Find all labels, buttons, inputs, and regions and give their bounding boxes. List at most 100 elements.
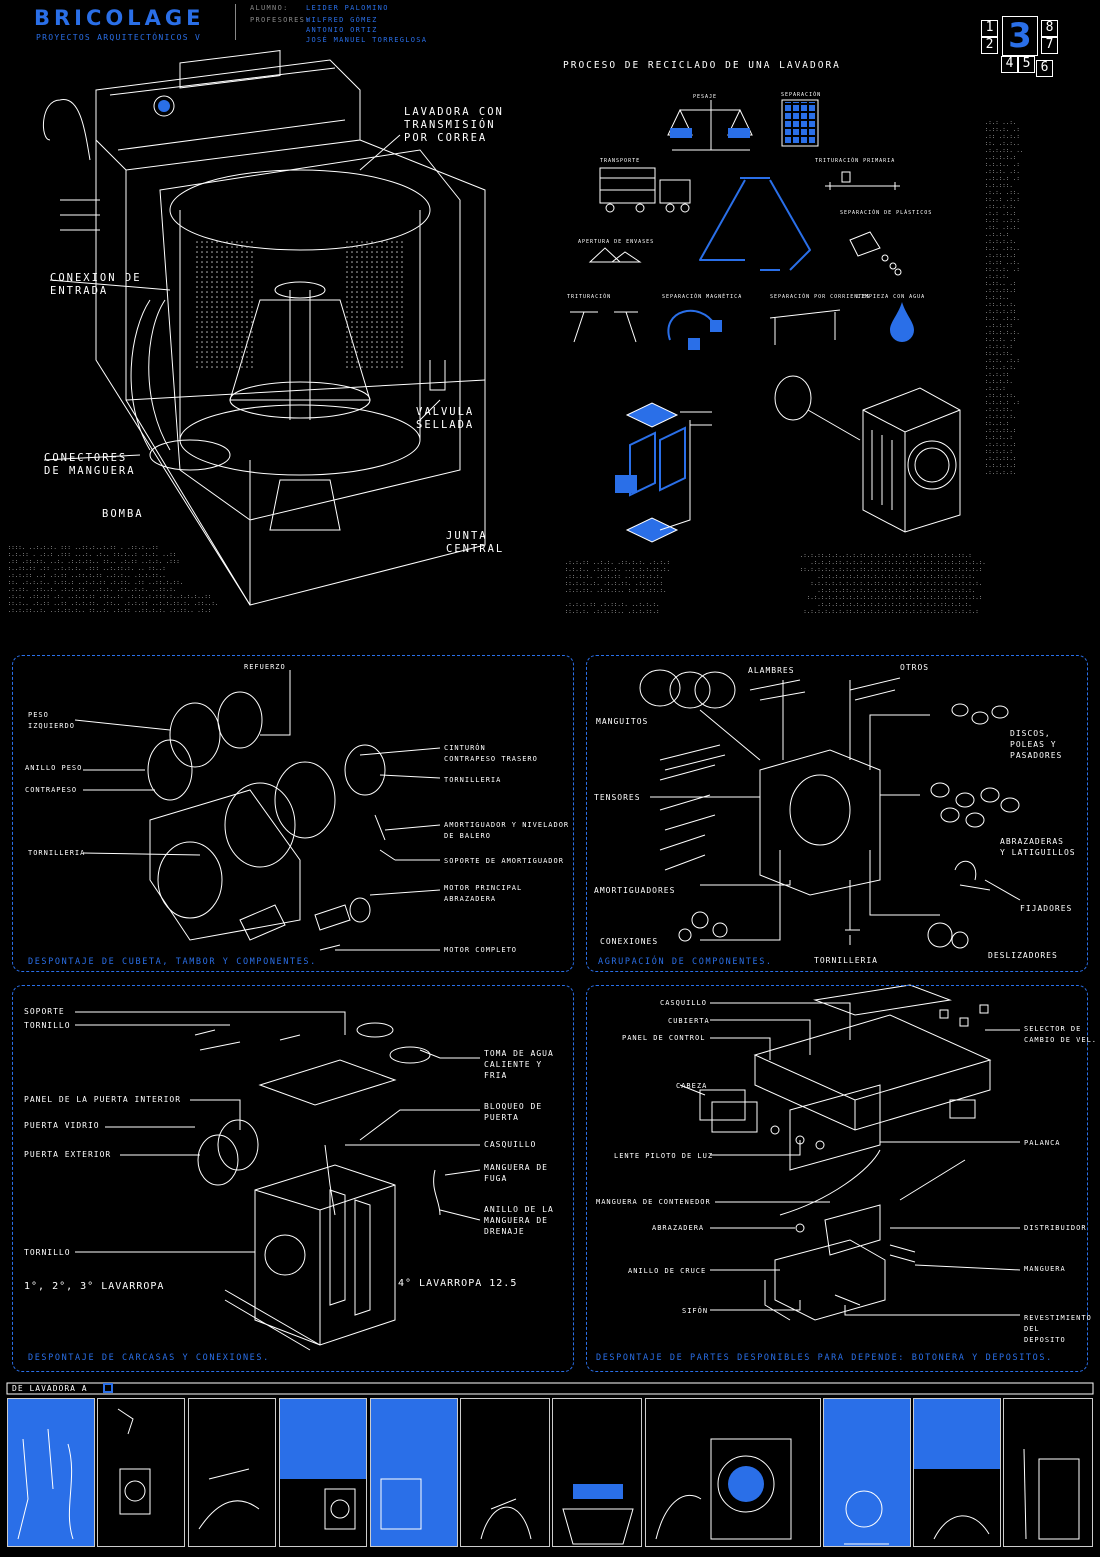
panel4-leaders <box>679 1002 1021 1316</box>
strip-frame-10 <box>913 1398 1001 1547</box>
drum-texture <box>195 240 405 370</box>
p4-bushing: CASQUILLO <box>660 999 707 1007</box>
sheet-number-2: 2 <box>981 37 998 54</box>
label-pump: BOMBA <box>102 508 144 520</box>
step-water-cleaning: LIMPIEZA CON AGUA <box>857 294 926 300</box>
p3-screw-top: TORNILLO <box>24 1021 71 1030</box>
description-text-block-left: ::::. ..:.:.:. ::: ..::.:..:.:: . .::.:.… <box>8 545 219 614</box>
p2-screws: TORNILLERIA <box>814 956 878 965</box>
step-primary-crushing: TRITURACIÓN PRIMARIA <box>815 158 896 164</box>
strip-frame-7 <box>552 1398 642 1547</box>
p3-bushing: CASQUILLO <box>484 1140 537 1149</box>
author-name: LEIDER PALOMINO <box>306 4 389 12</box>
p1-reinforcement: REFUERZO <box>244 663 286 671</box>
p4-pilot-light: LENTE PILOTO DE LUZ <box>614 1152 714 1160</box>
p2-clamps: ABRAZADERAS Y LATIGUILLOS <box>1000 837 1076 857</box>
step-magnetic-separation: SEPARACIÓN MAGNÉTICA <box>662 294 743 300</box>
p4-head: CABEZA <box>676 1082 708 1090</box>
panel2-leaders <box>650 680 1021 941</box>
p2-absorbers: AMORTIGUADORES <box>594 886 676 895</box>
p3-screw-bottom: TORNILLO <box>24 1248 71 1257</box>
water-drop-icon <box>890 302 914 342</box>
strip-frame-2 <box>97 1398 185 1547</box>
panel2-grouped-components <box>639 669 1020 949</box>
p2-connections: CONEXIONES <box>600 937 659 946</box>
panel1-drum-exploded <box>147 691 396 951</box>
conveyor-icon <box>825 171 900 190</box>
process-title: PROCESO DE RECICLADO DE UNA LAVADORA <box>563 60 841 71</box>
p4-cross-ring: ANILLO DE CRUCE <box>628 1267 707 1275</box>
p3-support: SOPORTE <box>24 1007 65 1016</box>
p3-inner-door-panel: PANEL DE LA PUERTA INTERIOR <box>24 1095 182 1104</box>
p1-screws-right: TORNILLERIA <box>444 776 502 784</box>
teacher-3: JOSÉ MANUEL TORREGLOSA <box>306 36 428 44</box>
p1-rear-belt: CINTURÓN CONTRAPESO TRASERO <box>444 744 538 763</box>
step-opening: APERTURA DE ENVASES <box>578 239 655 245</box>
truck-icon <box>599 167 691 213</box>
strip-frame-8 <box>645 1398 821 1547</box>
step-transport: TRANSPORTE <box>600 158 641 164</box>
sheet-number-6: 6 <box>1036 60 1053 77</box>
p2-tensioners: TENSORES <box>594 793 641 802</box>
panel-control-disassembly <box>586 985 1088 1372</box>
p2-sliders: DESLIZADORES <box>988 951 1058 960</box>
p4-cover: CUBIERTA <box>668 1017 710 1025</box>
p2-fasteners: FIJADORES <box>1020 904 1073 913</box>
teacher-2: ANTONIO ORTIZ <box>306 26 378 34</box>
sheet-number-4: 4 <box>1001 56 1018 73</box>
p1-counterweight: CONTRAPESO <box>25 786 78 794</box>
brand-title: BRICOLAGE <box>34 6 205 30</box>
panel-component-grouping <box>586 655 1088 972</box>
step-crushing: TRITURACIÓN <box>567 294 612 300</box>
p4-speed-selector: SELECTOR DE CAMBIO DE VEL. <box>1024 1025 1098 1044</box>
panel3-housing-exploded <box>194 1022 441 1351</box>
panel4-control-exploded <box>699 984 992 1321</box>
strip-frame-5 <box>370 1398 458 1547</box>
p1-left-weight: PESO IZQUIERDO <box>28 711 75 730</box>
scale-icon <box>667 100 753 151</box>
grid-icon <box>781 99 819 147</box>
p1-shock-absorber: AMORTIGUADOR Y NIVELADOR DE BALERO <box>444 821 570 840</box>
shredder-icon <box>849 231 902 276</box>
step-weighing: PESAJE <box>693 94 718 100</box>
magnet-icon <box>667 309 716 341</box>
strip-frame-9 <box>823 1398 911 1547</box>
p3-washers-1-3: 1°, 2°, 3° LAVARROPA <box>24 1281 165 1292</box>
p3-caption: DESPONTAJE DE CARCASAS Y CONEXIONES. <box>28 1353 270 1363</box>
teacher-label: PROFESORES: <box>250 16 311 24</box>
p1-caption: DESPONTAJE DE CUBETA, TAMBOR Y COMPONENT… <box>28 957 317 967</box>
sheet-number-1: 1 <box>981 20 998 37</box>
label-inlet-connection: CONEXION DE ENTRADA <box>50 272 142 297</box>
p1-screws-left: TORNILLERIA <box>28 849 86 857</box>
p2-caption: AGRUPACIÓN DE COMPONENTES. <box>598 957 773 967</box>
p2-discs-pulleys: DISCOS, POLEAS Y PASADORES <box>1010 729 1063 760</box>
hammer-icon <box>570 311 638 343</box>
p2-sleeves: MANGUITOS <box>596 717 649 726</box>
label-sealed-valve: VALVULA SELLADA <box>416 406 475 431</box>
panel3-leaders <box>75 1011 481 1253</box>
washing-machine-drawing <box>42 50 486 606</box>
p4-siphon: SIFÓN <box>682 1307 709 1315</box>
author-label: ALUMNO: <box>250 4 289 12</box>
panel-housing-disassembly <box>12 985 574 1372</box>
p1-weight-ring: ANILLO PESO <box>25 764 83 772</box>
sheet-number-5: 5 <box>1018 56 1035 73</box>
p4-control-panel: PANEL DE CONTROL <box>622 1034 706 1042</box>
step-plastic-separation: SEPARACIÓN DE PLÁSTICOS <box>840 210 933 216</box>
recycle-symbol <box>699 177 811 271</box>
course-subtitle: PROYECTOS ARQUITECTÓNICOS V <box>36 33 202 42</box>
step-current-separation: SEPARACIÓN POR CORRIENTES <box>770 294 871 300</box>
p3-drain-ring: ANILLO DE LA MANGUERA DE DRENAJE <box>484 1205 554 1236</box>
p3-glass-door: PUERTA VIDRIO <box>24 1121 100 1130</box>
pile-icon <box>588 247 642 263</box>
p1-main-motor: MOTOR PRINCIPAL ABRAZADERA <box>444 884 523 903</box>
label-hose-connectors: CONECTORES DE MANGUERA <box>44 452 136 477</box>
p3-leak-hose: MANGUERA DE FUGA <box>484 1163 548 1183</box>
step-separation: SEPARACIÓN <box>781 92 822 98</box>
strip-title: DE LAVADORA A <box>12 1384 88 1393</box>
strip-frame-1 <box>7 1398 95 1547</box>
p1-absorber-support: SOPORTE DE AMORTIGUADOR <box>444 857 564 865</box>
strip-frame-3 <box>188 1398 276 1547</box>
p4-clamp: ABRAZADERA <box>652 1224 705 1232</box>
